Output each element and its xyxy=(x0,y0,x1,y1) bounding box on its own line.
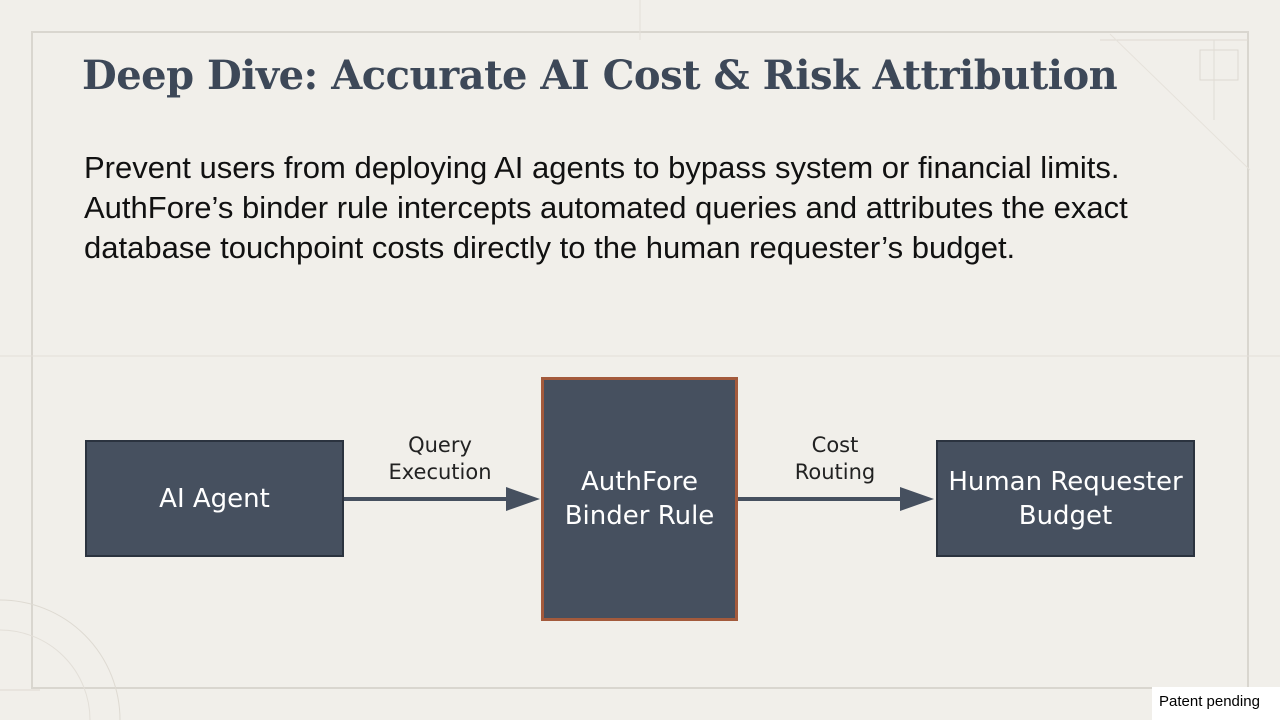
edge-label-cost-routing: Cost Routing xyxy=(775,432,895,486)
node-label: Budget xyxy=(1018,500,1113,531)
edge-label-query-execution: Query Execution xyxy=(380,432,500,486)
node-label: AuthFore xyxy=(581,467,698,497)
arrow-cost-routing xyxy=(738,487,934,511)
body-line: database touchpoint costs directly to th… xyxy=(84,230,1016,265)
edge-label-line: Execution xyxy=(388,460,492,484)
node-human-requester-budget: Human Requester Budget xyxy=(936,440,1195,557)
patent-pending-note: Patent pending xyxy=(1152,687,1280,720)
node-label: Binder Rule xyxy=(564,501,715,531)
node-binder-rule: AuthFore Binder Rule xyxy=(541,377,738,621)
edge-label-line: Cost xyxy=(811,433,859,457)
node-label: AI Agent xyxy=(159,483,270,514)
body-line: AuthFore’s binder rule intercepts automa… xyxy=(84,190,1128,225)
slide-body-text: Prevent users from deploying AI agents t… xyxy=(84,148,1224,268)
node-ai-agent: AI Agent xyxy=(85,440,344,557)
edge-label-line: Routing xyxy=(794,460,876,484)
edge-label-line: Query xyxy=(408,433,472,457)
slide-title: Deep Dive: Accurate AI Cost & Risk Attri… xyxy=(82,52,1118,99)
node-label: Human Requester xyxy=(948,466,1183,497)
arrow-query-execution xyxy=(344,487,540,511)
body-line: Prevent users from deploying AI agents t… xyxy=(84,150,1120,185)
